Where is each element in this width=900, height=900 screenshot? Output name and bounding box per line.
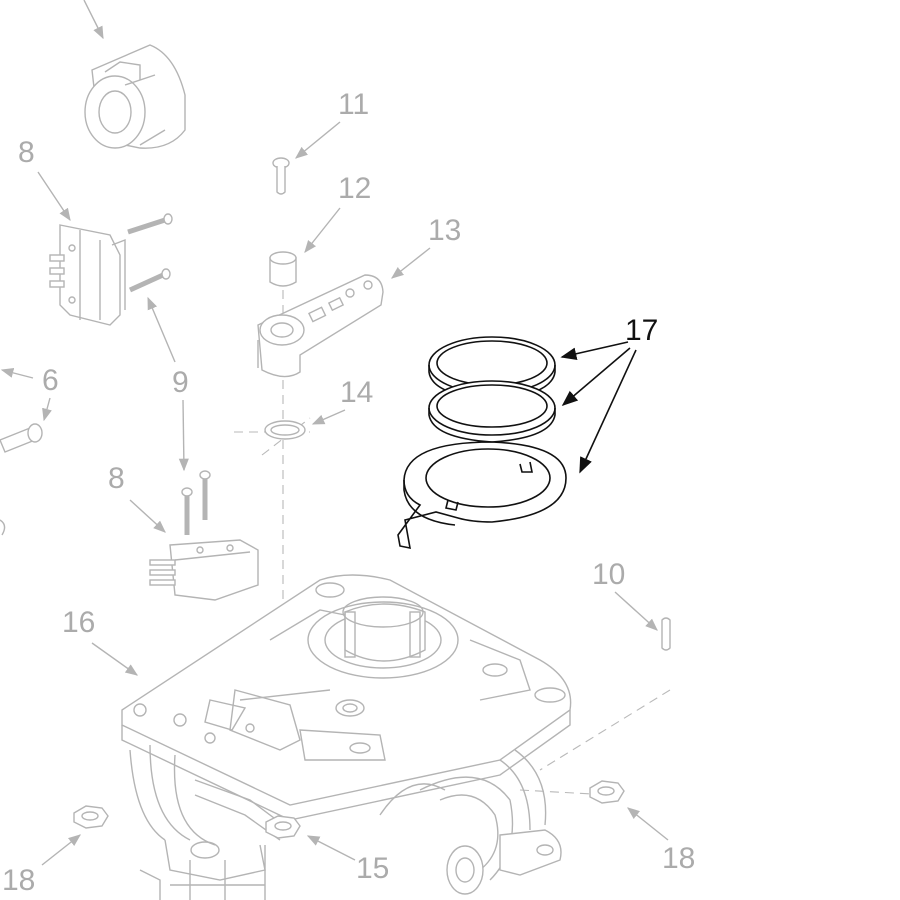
ring-17-middle	[428, 380, 556, 443]
nut-18-left	[73, 805, 109, 829]
callout-16: 16	[62, 606, 95, 639]
coupling-part	[84, 44, 186, 149]
callout-12: 12	[338, 172, 371, 205]
washer-14	[264, 420, 306, 440]
screw-9-lower	[181, 470, 211, 535]
callout-17: 17	[625, 314, 658, 347]
callout-14: 14	[340, 376, 373, 409]
callout-9: 9	[172, 366, 189, 399]
lever-arm-13	[257, 274, 384, 378]
gearbox-housing-16	[121, 574, 572, 821]
callout-18-right: 18	[662, 842, 695, 875]
gearbox-body-lower	[129, 744, 562, 900]
bushing-12	[269, 251, 297, 287]
micro-switch-lower	[149, 539, 259, 601]
nut-15	[265, 815, 301, 839]
callout-6: 6	[42, 364, 59, 397]
tab-washer-17	[397, 441, 567, 550]
micro-switch-upper	[49, 224, 126, 326]
pin-10	[661, 617, 671, 651]
callout-13: 13	[428, 214, 461, 247]
callout-8-lower: 8	[108, 462, 125, 495]
callout-11: 11	[338, 88, 369, 121]
bolt-part	[0, 423, 43, 453]
callout-8-upper: 8	[18, 136, 35, 169]
callout-18-left: 18	[2, 864, 35, 897]
callout-10: 10	[592, 558, 625, 591]
callout-15: 15	[356, 852, 389, 885]
screw-9-upper	[127, 213, 173, 293]
screw-11	[272, 157, 290, 195]
nut-18-right	[589, 780, 625, 804]
